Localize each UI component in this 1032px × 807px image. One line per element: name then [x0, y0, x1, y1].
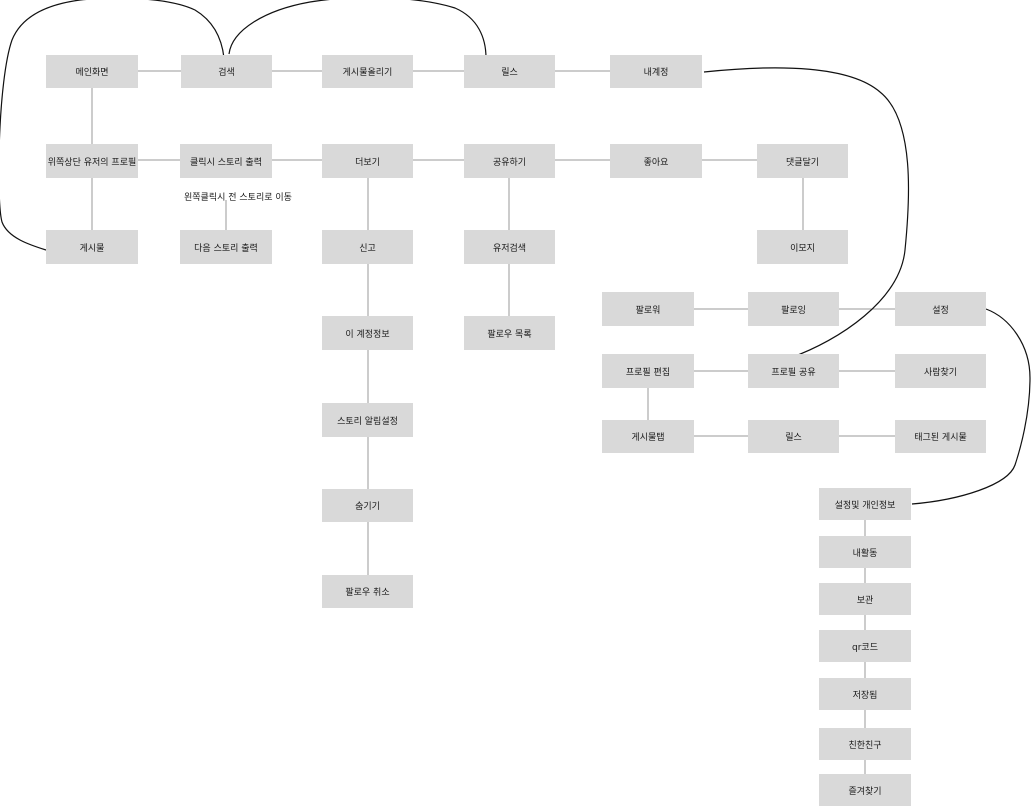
node-settings: 설정	[895, 292, 986, 326]
curve-connector	[228, 0, 487, 59]
node-archive: 보관	[819, 583, 911, 615]
node-edit-profile: 프로필 편집	[602, 354, 694, 388]
node-report: 신고	[322, 230, 413, 264]
node-share: 공유하기	[464, 144, 555, 178]
curve-connector	[703, 67, 910, 359]
node-favorites: 즐겨찾기	[819, 774, 911, 806]
curve-connector	[0, 0, 225, 251]
node-follower: 팔로워	[602, 292, 694, 326]
node-qr-code: qr코드	[819, 630, 911, 662]
node-post: 게시물	[46, 230, 138, 264]
node-saved: 저장됨	[819, 678, 911, 710]
node-story-click: 클릭시 스토리 출력	[180, 144, 272, 178]
curve-connector	[911, 308, 1031, 505]
node-next-story: 다음 스토리 출력	[180, 230, 272, 264]
node-more: 더보기	[322, 144, 413, 178]
node-post-upload: 게시물올리기	[322, 55, 413, 88]
node-close-friends: 친한친구	[819, 728, 911, 760]
node-like: 좋아요	[610, 144, 702, 178]
note-left-click-prev: 왼쪽클릭시 전 스토리로 이동	[184, 193, 292, 203]
node-share-profile: 프로필 공유	[748, 354, 839, 388]
node-comment: 댓글달기	[757, 144, 848, 178]
node-user-search: 유저검색	[464, 230, 555, 264]
node-follow-list: 팔로우 목록	[464, 316, 555, 350]
node-reels-tab: 릴스	[748, 420, 839, 453]
node-my-account: 내계정	[610, 55, 702, 88]
node-my-activity: 내활동	[819, 536, 911, 568]
node-posts-tab: 게시물탭	[602, 420, 694, 453]
node-find-people: 사람찾기	[895, 354, 986, 388]
node-emoji: 이모지	[757, 230, 848, 264]
node-hide: 숨기기	[322, 489, 413, 522]
node-account-info: 이 계정정보	[322, 316, 413, 350]
node-search: 검색	[181, 55, 272, 88]
node-unfollow: 팔로우 취소	[322, 575, 413, 608]
node-following: 팔로잉	[748, 292, 839, 326]
node-story-alert: 스토리 알림설정	[322, 403, 413, 437]
node-top-left-profile: 위쪽상단 유저의 프로필	[46, 144, 138, 178]
node-settings-privacy: 설정및 개인정보	[819, 488, 911, 520]
node-tagged-posts: 태그된 게시물	[895, 420, 986, 453]
node-reels: 릴스	[464, 55, 555, 88]
node-main: 메인화면	[46, 55, 138, 88]
